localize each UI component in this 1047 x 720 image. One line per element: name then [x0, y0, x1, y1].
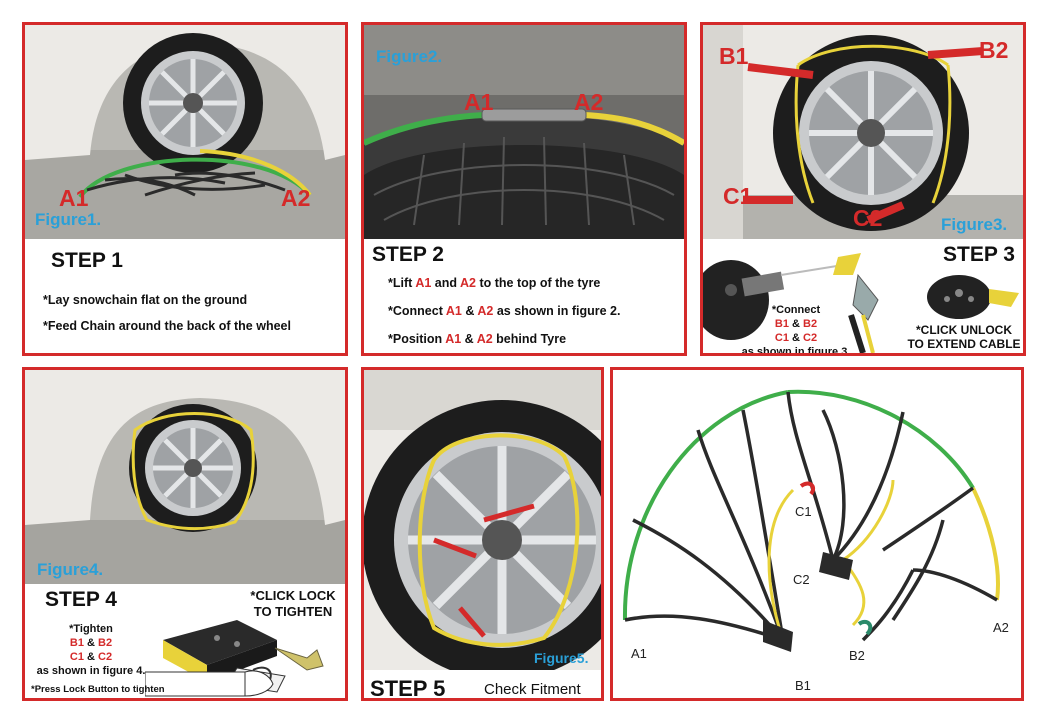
step2-line2: *Connect A1 & A2 as shown in figure 2. — [388, 304, 621, 318]
callout-b1: B1 — [719, 43, 749, 69]
diagram-label-c2: C2 — [793, 572, 810, 587]
figure2-photo — [364, 25, 684, 239]
step2-title: STEP 2 — [372, 243, 444, 266]
chain-layout-diagram — [622, 389, 1000, 652]
lock-note: *CLICK LOCK TO TIGHTEN — [250, 588, 336, 619]
step2-line3: *Position A1 & A2 behind Tyre — [388, 332, 567, 346]
hand-press-illustration — [145, 670, 274, 697]
figure5-label: Figure5. — [534, 650, 589, 666]
step1-line1: *Lay snowchain flat on the ground — [43, 293, 248, 307]
figure1-photo — [25, 25, 345, 239]
step2-panel: Figure2. A1 A2 STEP 2 *Lift A1 and A2 to… — [361, 22, 687, 356]
callout-b2: B2 — [979, 37, 1009, 63]
step2-line1: *Lift A1 and A2 to the top of the tyre — [388, 276, 601, 290]
callout-c2: C2 — [853, 205, 883, 231]
step1-line2: *Feed Chain around the back of the wheel — [43, 319, 291, 333]
lock-mechanism-illustration — [703, 253, 879, 353]
tighten-note: *Tighten B1 & B2 C1 & C2 as shown in fig… — [36, 623, 146, 677]
figure3-label: Figure3. — [941, 215, 1008, 234]
callout-a1: A1 — [464, 89, 494, 115]
figure1-illustration — [25, 25, 345, 239]
press-lock-note: *Press Lock Button to tighten — [31, 684, 165, 695]
figure3-photo — [703, 25, 1023, 239]
figure4-label: Figure4. — [37, 560, 104, 579]
callout-a1: A1 — [59, 185, 89, 211]
figure2-label: Figure2. — [376, 47, 443, 66]
connect-note: *Connect B1 & B2 C1 & C2 as shown in fig… — [741, 304, 851, 356]
diagram-label-b2: B2 — [849, 648, 865, 663]
step5-title: STEP 5 — [370, 676, 446, 701]
step3-title: STEP 3 — [943, 243, 1015, 266]
figure3-illustration — [703, 25, 1023, 239]
figure4-illustration — [25, 370, 345, 584]
step1-title: STEP 1 — [51, 249, 123, 272]
diagram-label-c1: C1 — [795, 504, 812, 519]
chain-diagram-panel: C1 C2 A1 B1 B2 A2 — [610, 367, 1024, 701]
diagram-label-a1: A1 — [631, 646, 647, 661]
step4-panel: Figure4. STEP 4 *CLICK LOCK TO TIGHTEN *… — [22, 367, 348, 701]
unlock-device-illustration — [927, 275, 1019, 319]
figure2-illustration — [364, 25, 684, 239]
step4-title: STEP 4 — [45, 588, 117, 611]
step5-panel: Figure5. STEP 5 Check Fitment — [361, 367, 604, 701]
callout-a2: A2 — [281, 185, 311, 211]
step5-subtitle: Check Fitment — [484, 681, 581, 698]
callout-a2: A2 — [574, 89, 604, 115]
unlock-note: *CLICK UNLOCK TO EXTEND CABLE — [907, 323, 1021, 351]
figure1-label: Figure1. — [35, 210, 102, 229]
step3-panel: B1 B2 C1 C2 Figure3. *Connect B1 & B2 C1… — [700, 22, 1026, 356]
figure5-photo — [364, 370, 601, 670]
figure5-illustration — [364, 370, 601, 670]
diagram-label-a2: A2 — [993, 620, 1009, 635]
step1-panel: A1 A2 Figure1. STEP 1 *Lay snowchain fla… — [22, 22, 348, 356]
callout-c1: C1 — [723, 183, 753, 209]
figure4-photo — [25, 370, 345, 584]
diagram-label-b1: B1 — [795, 678, 811, 693]
